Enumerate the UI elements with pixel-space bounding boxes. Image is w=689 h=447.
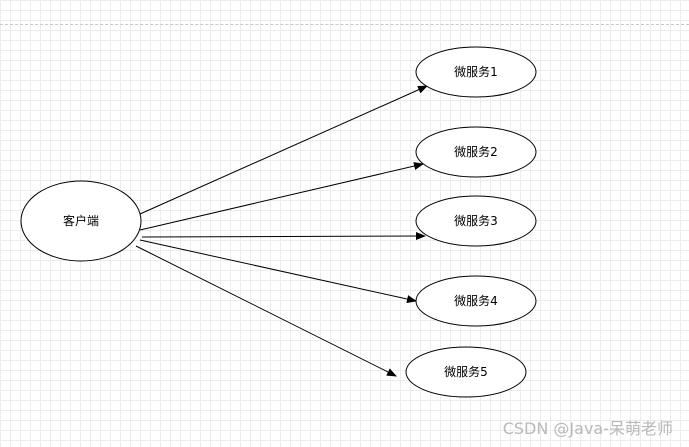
edge-client-service-2[interactable] <box>139 162 424 231</box>
service-node-label: 微服务4 <box>454 293 498 308</box>
edge-client-service-4[interactable] <box>139 239 417 303</box>
csdn-watermark: CSDN @Java-呆萌老师 <box>502 419 673 438</box>
page-boundary-line <box>0 24 689 25</box>
service-node-2[interactable]: 微服务2 <box>415 126 537 178</box>
client-node[interactable]: 客户端 <box>20 180 142 262</box>
client-node-label: 客户端 <box>63 213 99 228</box>
edge-client-service-5[interactable] <box>135 245 397 377</box>
service-node-1[interactable]: 微服务1 <box>415 46 537 98</box>
service-node-3[interactable]: 微服务3 <box>415 195 537 247</box>
service-node-4[interactable]: 微服务4 <box>415 275 537 327</box>
edge-client-service-1[interactable] <box>139 85 428 215</box>
edge-client-service-3[interactable] <box>141 232 426 241</box>
service-node-label: 微服务3 <box>454 213 498 228</box>
service-node-label: 微服务2 <box>454 144 498 159</box>
service-node-5[interactable]: 微服务5 <box>405 346 527 398</box>
service-node-label: 微服务5 <box>444 364 488 379</box>
service-node-label: 微服务1 <box>454 64 498 79</box>
